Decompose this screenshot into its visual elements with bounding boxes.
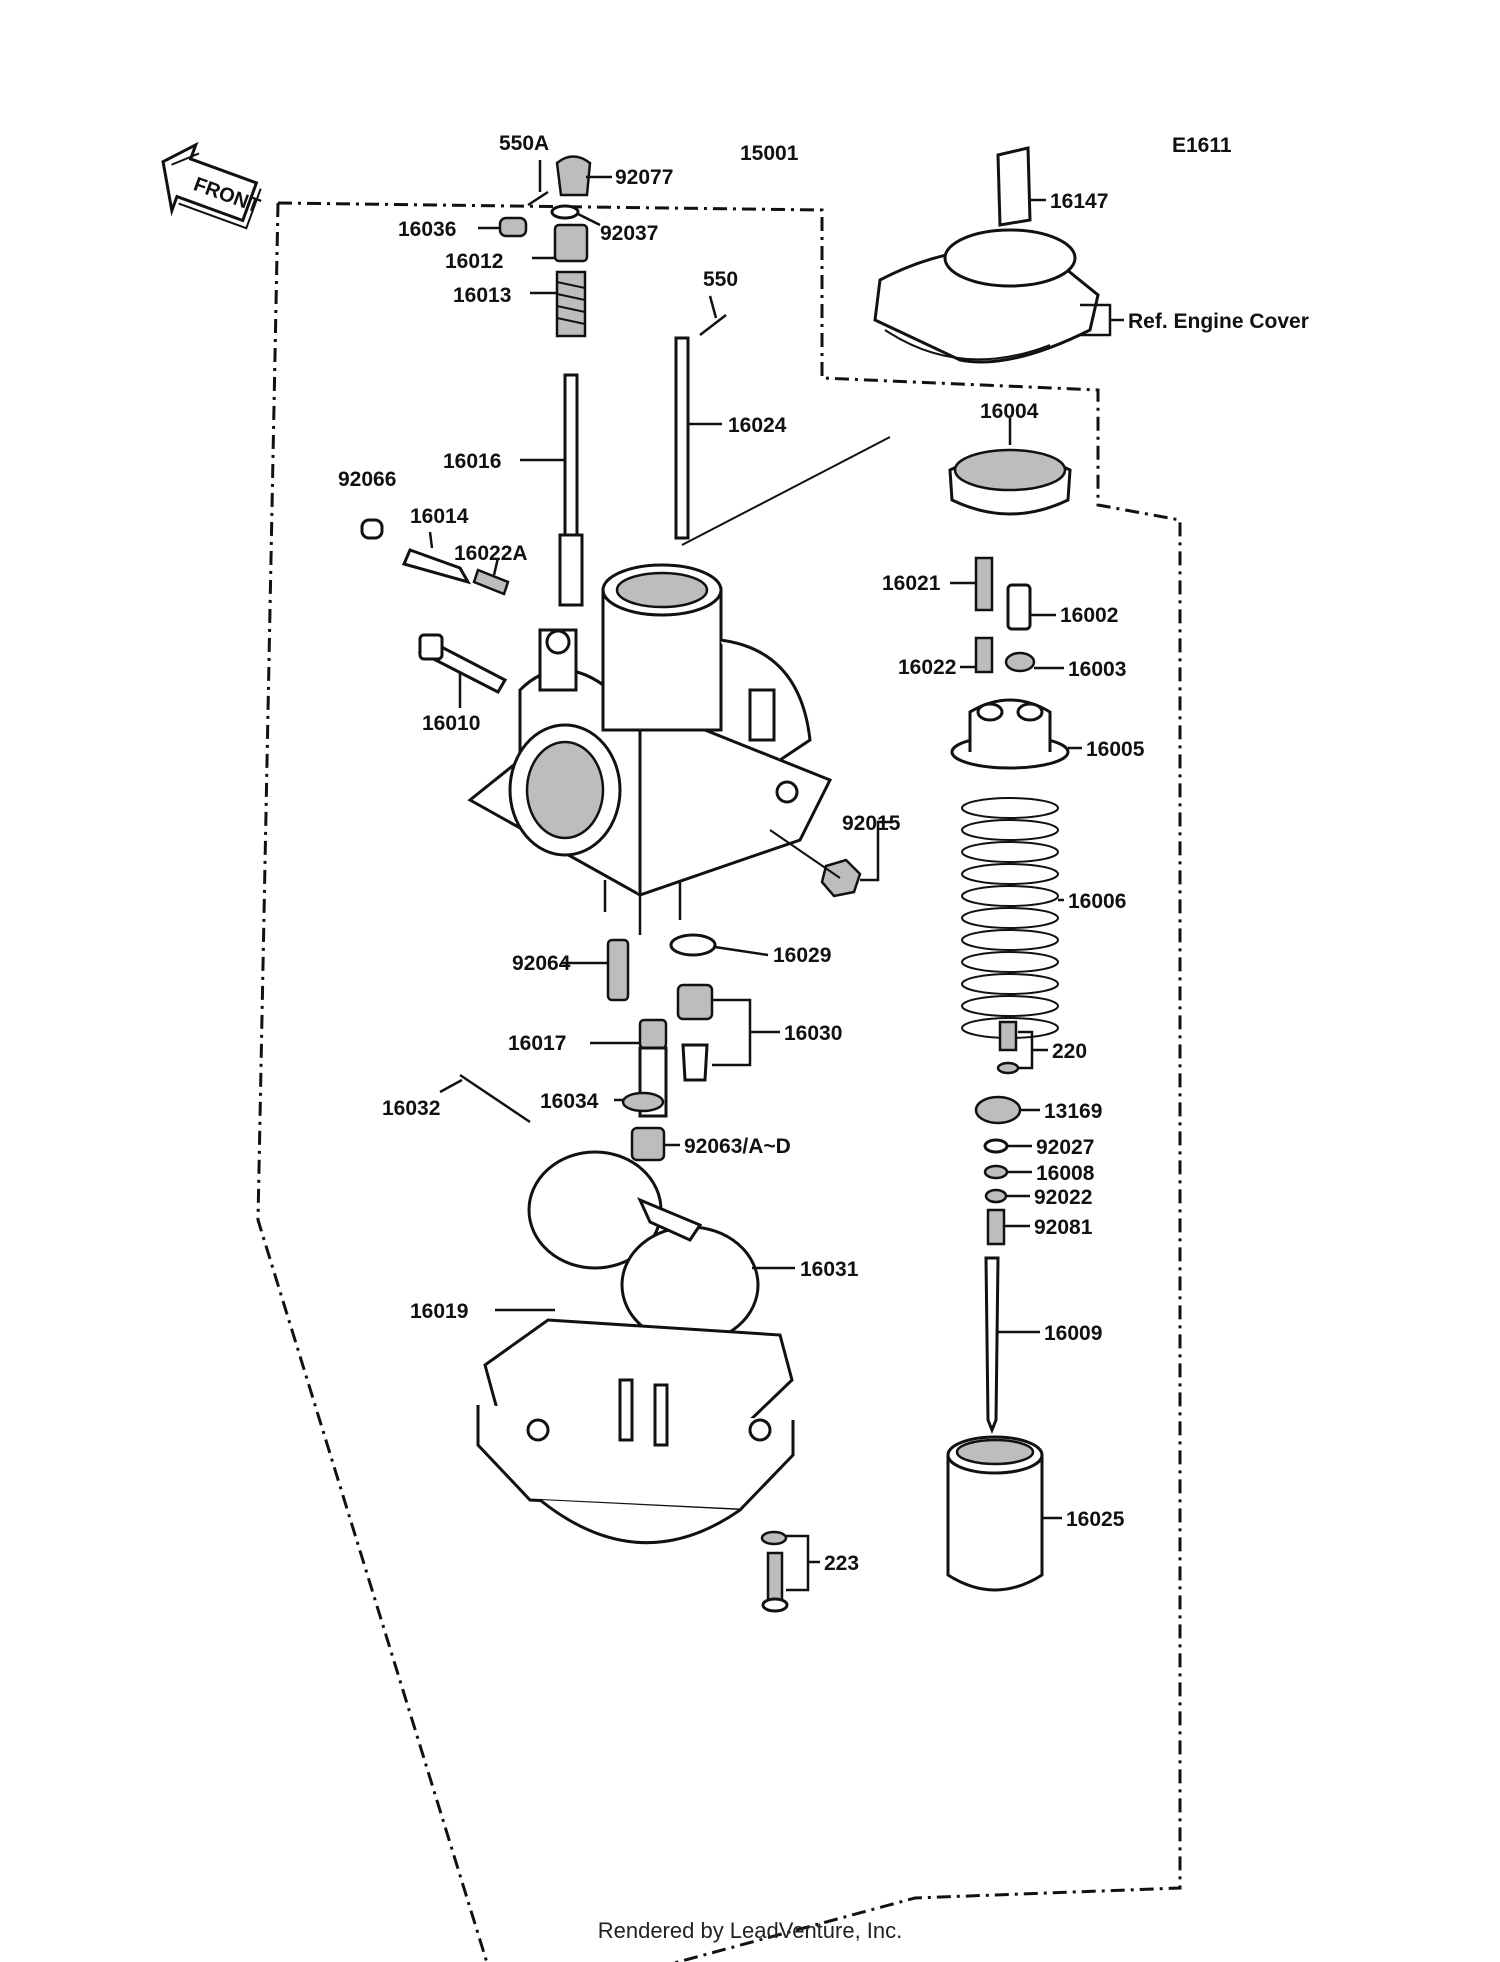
label-16003: 16003	[1068, 658, 1126, 681]
part-16024	[674, 336, 891, 546]
label-16004: 16004	[980, 400, 1039, 423]
part-15001-carburetor-body	[467, 563, 833, 935]
part-16014	[401, 531, 472, 585]
label-13169: 13169	[1044, 1100, 1102, 1123]
part-16006-spring	[961, 797, 1064, 1039]
label-16021: 16021	[882, 572, 941, 595]
footer-credit: Rendered by LeadVenture, Inc.	[597, 1918, 903, 1943]
diagram-code: E1611	[1172, 134, 1232, 157]
label-16014: 16014	[410, 505, 469, 528]
part-16147	[996, 146, 1046, 227]
label-92037: 92037	[600, 222, 658, 245]
assembly-boundary	[277, 201, 1182, 1962]
part-16009-needle	[984, 1256, 1040, 1435]
part-16019-float-bowl	[476, 1308, 795, 1545]
part-16029	[669, 933, 769, 957]
part-92081	[986, 1208, 1030, 1246]
label-16002: 16002	[1060, 604, 1118, 627]
part-550A	[527, 160, 549, 207]
part-16031-floats	[527, 1150, 795, 1345]
part-92037	[550, 204, 601, 227]
label-16025: 16025	[1066, 1508, 1125, 1531]
label-16016: 16016	[443, 450, 501, 473]
part-16008	[983, 1164, 1032, 1180]
part-16012	[532, 223, 589, 263]
label-16030: 16030	[784, 1022, 842, 1045]
part-92015	[769, 820, 892, 898]
label-16010: 16010	[422, 712, 480, 735]
part-16013	[530, 270, 587, 338]
part-92063	[630, 1126, 680, 1162]
label-223: 223	[824, 1552, 859, 1575]
label-92022: 92022	[1034, 1186, 1092, 1209]
label-16036: 16036	[398, 218, 456, 241]
part-16005	[950, 698, 1082, 770]
label-16013: 16013	[453, 284, 511, 307]
part-16032	[439, 1073, 531, 1124]
label-92063: 92063/A~D	[684, 1135, 791, 1158]
part-16010	[417, 633, 508, 708]
label-550A: 550A	[499, 132, 549, 155]
label-92066: 92066	[338, 468, 396, 491]
part-550	[699, 295, 727, 336]
label-16032: 16032	[382, 1097, 440, 1120]
front-arrow-icon: FRONT	[161, 141, 263, 230]
part-16003	[1004, 651, 1064, 673]
part-92064	[562, 938, 630, 1002]
part-92027	[983, 1138, 1032, 1154]
engine-cover	[873, 228, 1124, 364]
label-16019: 16019	[410, 1300, 468, 1323]
label-16024: 16024	[728, 414, 787, 437]
label-92015: 92015	[842, 812, 901, 835]
part-16004	[948, 418, 1072, 516]
label-15001: 15001	[740, 142, 799, 165]
part-16016	[520, 373, 584, 607]
label-16022A: 16022A	[454, 542, 528, 565]
label-16029: 16029	[773, 944, 831, 967]
label-ref-engine-cover: Ref. Engine Cover	[1128, 310, 1309, 333]
label-16034: 16034	[540, 1090, 599, 1113]
part-16022	[960, 636, 994, 674]
label-16005: 16005	[1086, 738, 1145, 761]
label-92064: 92064	[512, 952, 571, 975]
label-16009: 16009	[1044, 1322, 1102, 1345]
part-92022	[984, 1188, 1030, 1204]
assembly-boundary-left	[256, 202, 489, 1962]
part-16021	[950, 556, 994, 612]
part-16022A	[472, 557, 510, 596]
part-92077	[555, 155, 612, 197]
label-16147: 16147	[1050, 190, 1108, 213]
label-16012: 16012	[445, 250, 503, 273]
label-220: 220	[1052, 1040, 1087, 1063]
part-223	[760, 1530, 820, 1613]
label-16031: 16031	[800, 1258, 859, 1281]
label-92081: 92081	[1034, 1216, 1093, 1239]
part-220	[996, 1020, 1048, 1075]
label-16017: 16017	[508, 1032, 566, 1055]
part-16030	[676, 983, 780, 1082]
part-92066	[360, 518, 384, 540]
label-16006: 16006	[1068, 890, 1126, 913]
label-550: 550	[703, 268, 738, 291]
part-16002	[1006, 583, 1056, 631]
label-16008: 16008	[1036, 1162, 1095, 1185]
part-16034	[614, 1091, 665, 1113]
label-92077: 92077	[615, 166, 673, 189]
part-13169	[974, 1095, 1040, 1125]
label-16022: 16022	[898, 656, 956, 679]
label-92027: 92027	[1036, 1136, 1094, 1159]
part-16036	[478, 216, 528, 238]
part-16025-throttle-valve	[946, 1435, 1062, 1592]
